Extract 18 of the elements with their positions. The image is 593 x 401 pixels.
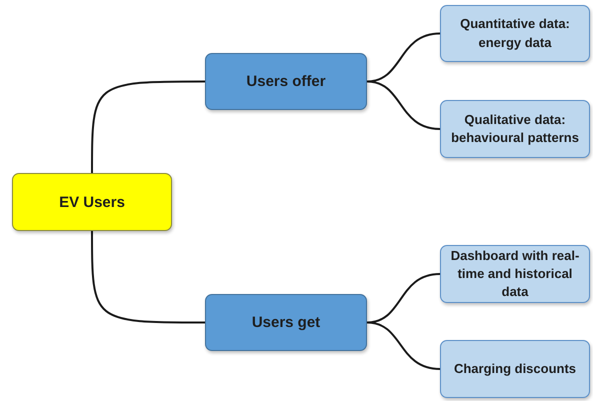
topic-box [205,53,367,110]
topic-text: Dashboard with real-time and historical data [450,246,580,302]
topic-text: Charging discounts [454,360,576,378]
topic-text: EV Users [59,192,125,212]
connector-line [91,80,205,173]
topic-text: Quantitative data: energy data [459,15,571,52]
topic-box [205,294,367,351]
topic-text: Users offer [246,72,326,92]
connector-line [366,80,440,130]
topic-box [440,100,590,158]
topic-text: Users get [252,313,320,333]
topic-box [440,5,590,62]
topic-box [440,340,590,398]
topic-box [440,245,590,303]
connector-line [91,231,205,324]
topic-text: Qualitative data: behavioural patterns [450,110,580,147]
connector-line [366,322,440,370]
topic-box [12,173,172,231]
